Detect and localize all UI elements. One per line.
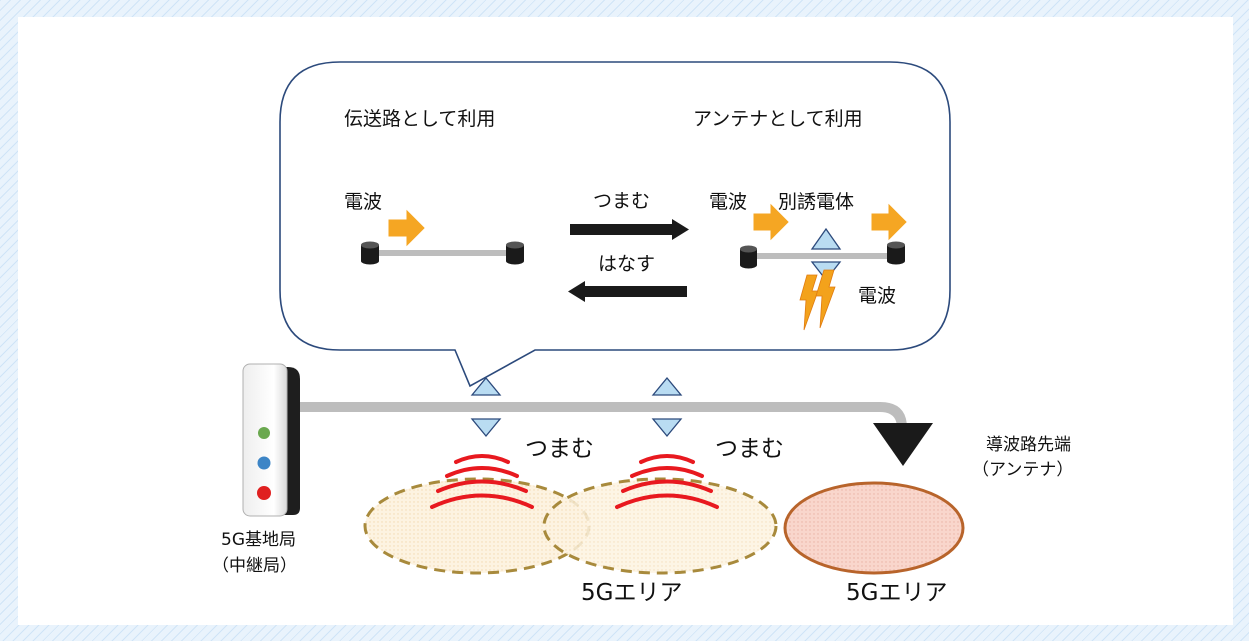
pinch-upper-triangle-1 xyxy=(470,376,502,396)
pinch-upper-triangle-2 xyxy=(651,376,683,396)
coverage-area-3 xyxy=(783,481,965,575)
area-label-1: 5Gエリア xyxy=(581,580,683,606)
dielectric-upper-triangle xyxy=(810,227,842,250)
radio-waves-2 xyxy=(615,454,719,509)
pinch-label-2: つまむ xyxy=(715,436,784,462)
tip-label-line2: （アンテナ） xyxy=(972,460,1074,480)
main-waveguide xyxy=(283,402,907,428)
wave-arrow-left xyxy=(388,209,425,247)
left-mode-title: 伝送路として利用 xyxy=(344,108,496,130)
waveguide-endcap-left xyxy=(361,241,379,265)
release-label: はなす xyxy=(598,253,656,275)
lightning-bolt-right xyxy=(815,269,836,329)
waveguide-tip-antenna xyxy=(873,423,933,466)
pinch-arrow xyxy=(570,219,689,240)
status-led-blue xyxy=(257,456,271,470)
coverage-area-2 xyxy=(542,477,778,575)
base-station xyxy=(242,363,300,517)
status-led-red xyxy=(257,486,271,500)
pinch-label-1: つまむ xyxy=(525,436,594,462)
waveguide-endcap-right xyxy=(887,241,905,265)
dielectric-label: 別誘電体 xyxy=(778,191,855,213)
left-wave-label: 電波 xyxy=(344,191,383,213)
waveguide-endcap-right xyxy=(506,241,524,265)
emitted-wave-label: 電波 xyxy=(858,285,897,307)
waveguide-endcap-left xyxy=(740,245,757,269)
wave-arrow-in xyxy=(753,203,789,241)
pinch-lower-triangle-2 xyxy=(651,418,683,438)
right-wave-label: 電波 xyxy=(709,191,748,213)
waveguide-left-illustration xyxy=(361,209,524,265)
pinch-label: つまむ xyxy=(593,190,651,212)
lightning-bolt-left xyxy=(799,274,819,331)
tip-label-line1: 導波路先端 xyxy=(986,435,1071,455)
pinch-lower-triangle-1 xyxy=(470,418,502,438)
status-led-green xyxy=(258,427,270,439)
area-label-2: 5Gエリア xyxy=(846,580,948,606)
station-label-line2: （中継局） xyxy=(212,556,297,576)
wave-arrow-out xyxy=(871,203,907,241)
waveguide-right-illustration xyxy=(740,203,907,331)
right-mode-title: アンテナとして利用 xyxy=(693,108,863,130)
release-arrow xyxy=(568,281,687,302)
radio-waves-1 xyxy=(430,454,534,509)
station-label-line1: 5G基地局 xyxy=(221,530,296,550)
